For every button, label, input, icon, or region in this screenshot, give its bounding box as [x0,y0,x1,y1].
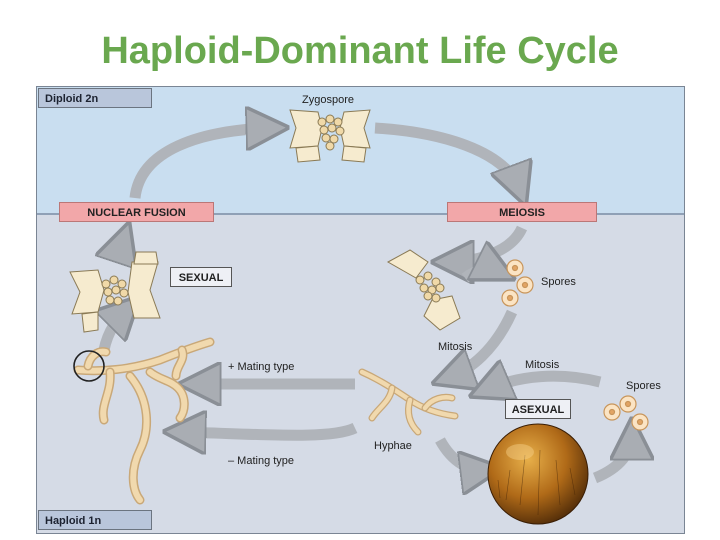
spores-label-top: Spores [541,276,576,288]
arrow-sexual-to-fusion [122,238,124,260]
arrow-meiosis-to-zygospore [448,225,528,262]
arrow-to-spores-top [461,270,500,283]
hyphae-right [358,368,459,436]
mitosis-label-left: Mitosis [438,341,473,353]
stage-meiosis: MEIOSIS [447,202,597,222]
diploid-zone-label: Diploid 2n [38,88,152,108]
meiosis-zygospore-illustration [386,249,461,331]
zygospore-label: Zygospore [302,94,354,106]
arrow-fusion-to-zygospore [129,128,272,199]
stage-asexual: ASEXUAL [505,399,571,419]
haploid-zone-label: Haploid 1n [38,510,152,530]
page-title: Haploid-Dominant Life Cycle [101,30,619,72]
hyphae-label: Hyphae [374,440,412,452]
arrow-hyphae-to-sporangium [435,437,486,470]
zygospore-illustration [289,109,371,163]
plus-mating-type-label: + Mating type [228,361,295,373]
sexual-zygospore-illustration [69,251,161,333]
hyphae-left [73,337,215,505]
stage-sexual: SEXUAL [170,267,232,287]
minus-mating-type-label: – Mating type [228,455,295,467]
arrow-hyphae-to-sexual [104,308,128,352]
arrow-sporangium-to-spores [592,434,632,484]
stage-nuclear-fusion: NUCLEAR FUSION [59,202,214,222]
arrow-asexual-to-spores [485,376,602,390]
spores-label-bottom: Spores [626,380,661,392]
cycle-arrows [104,128,632,478]
gametangia-highlight [73,350,105,382]
mitosis-label-right: Mitosis [525,359,560,371]
spores-sexual [501,259,534,307]
arrow-minus-mating [180,428,358,435]
sporangium-illustration [487,423,589,525]
spores-asexual [603,395,649,431]
arrow-spores-to-hyphae [448,309,518,378]
zone-divider [37,213,684,215]
arrow-zygospore-to-meiosis [374,122,520,190]
